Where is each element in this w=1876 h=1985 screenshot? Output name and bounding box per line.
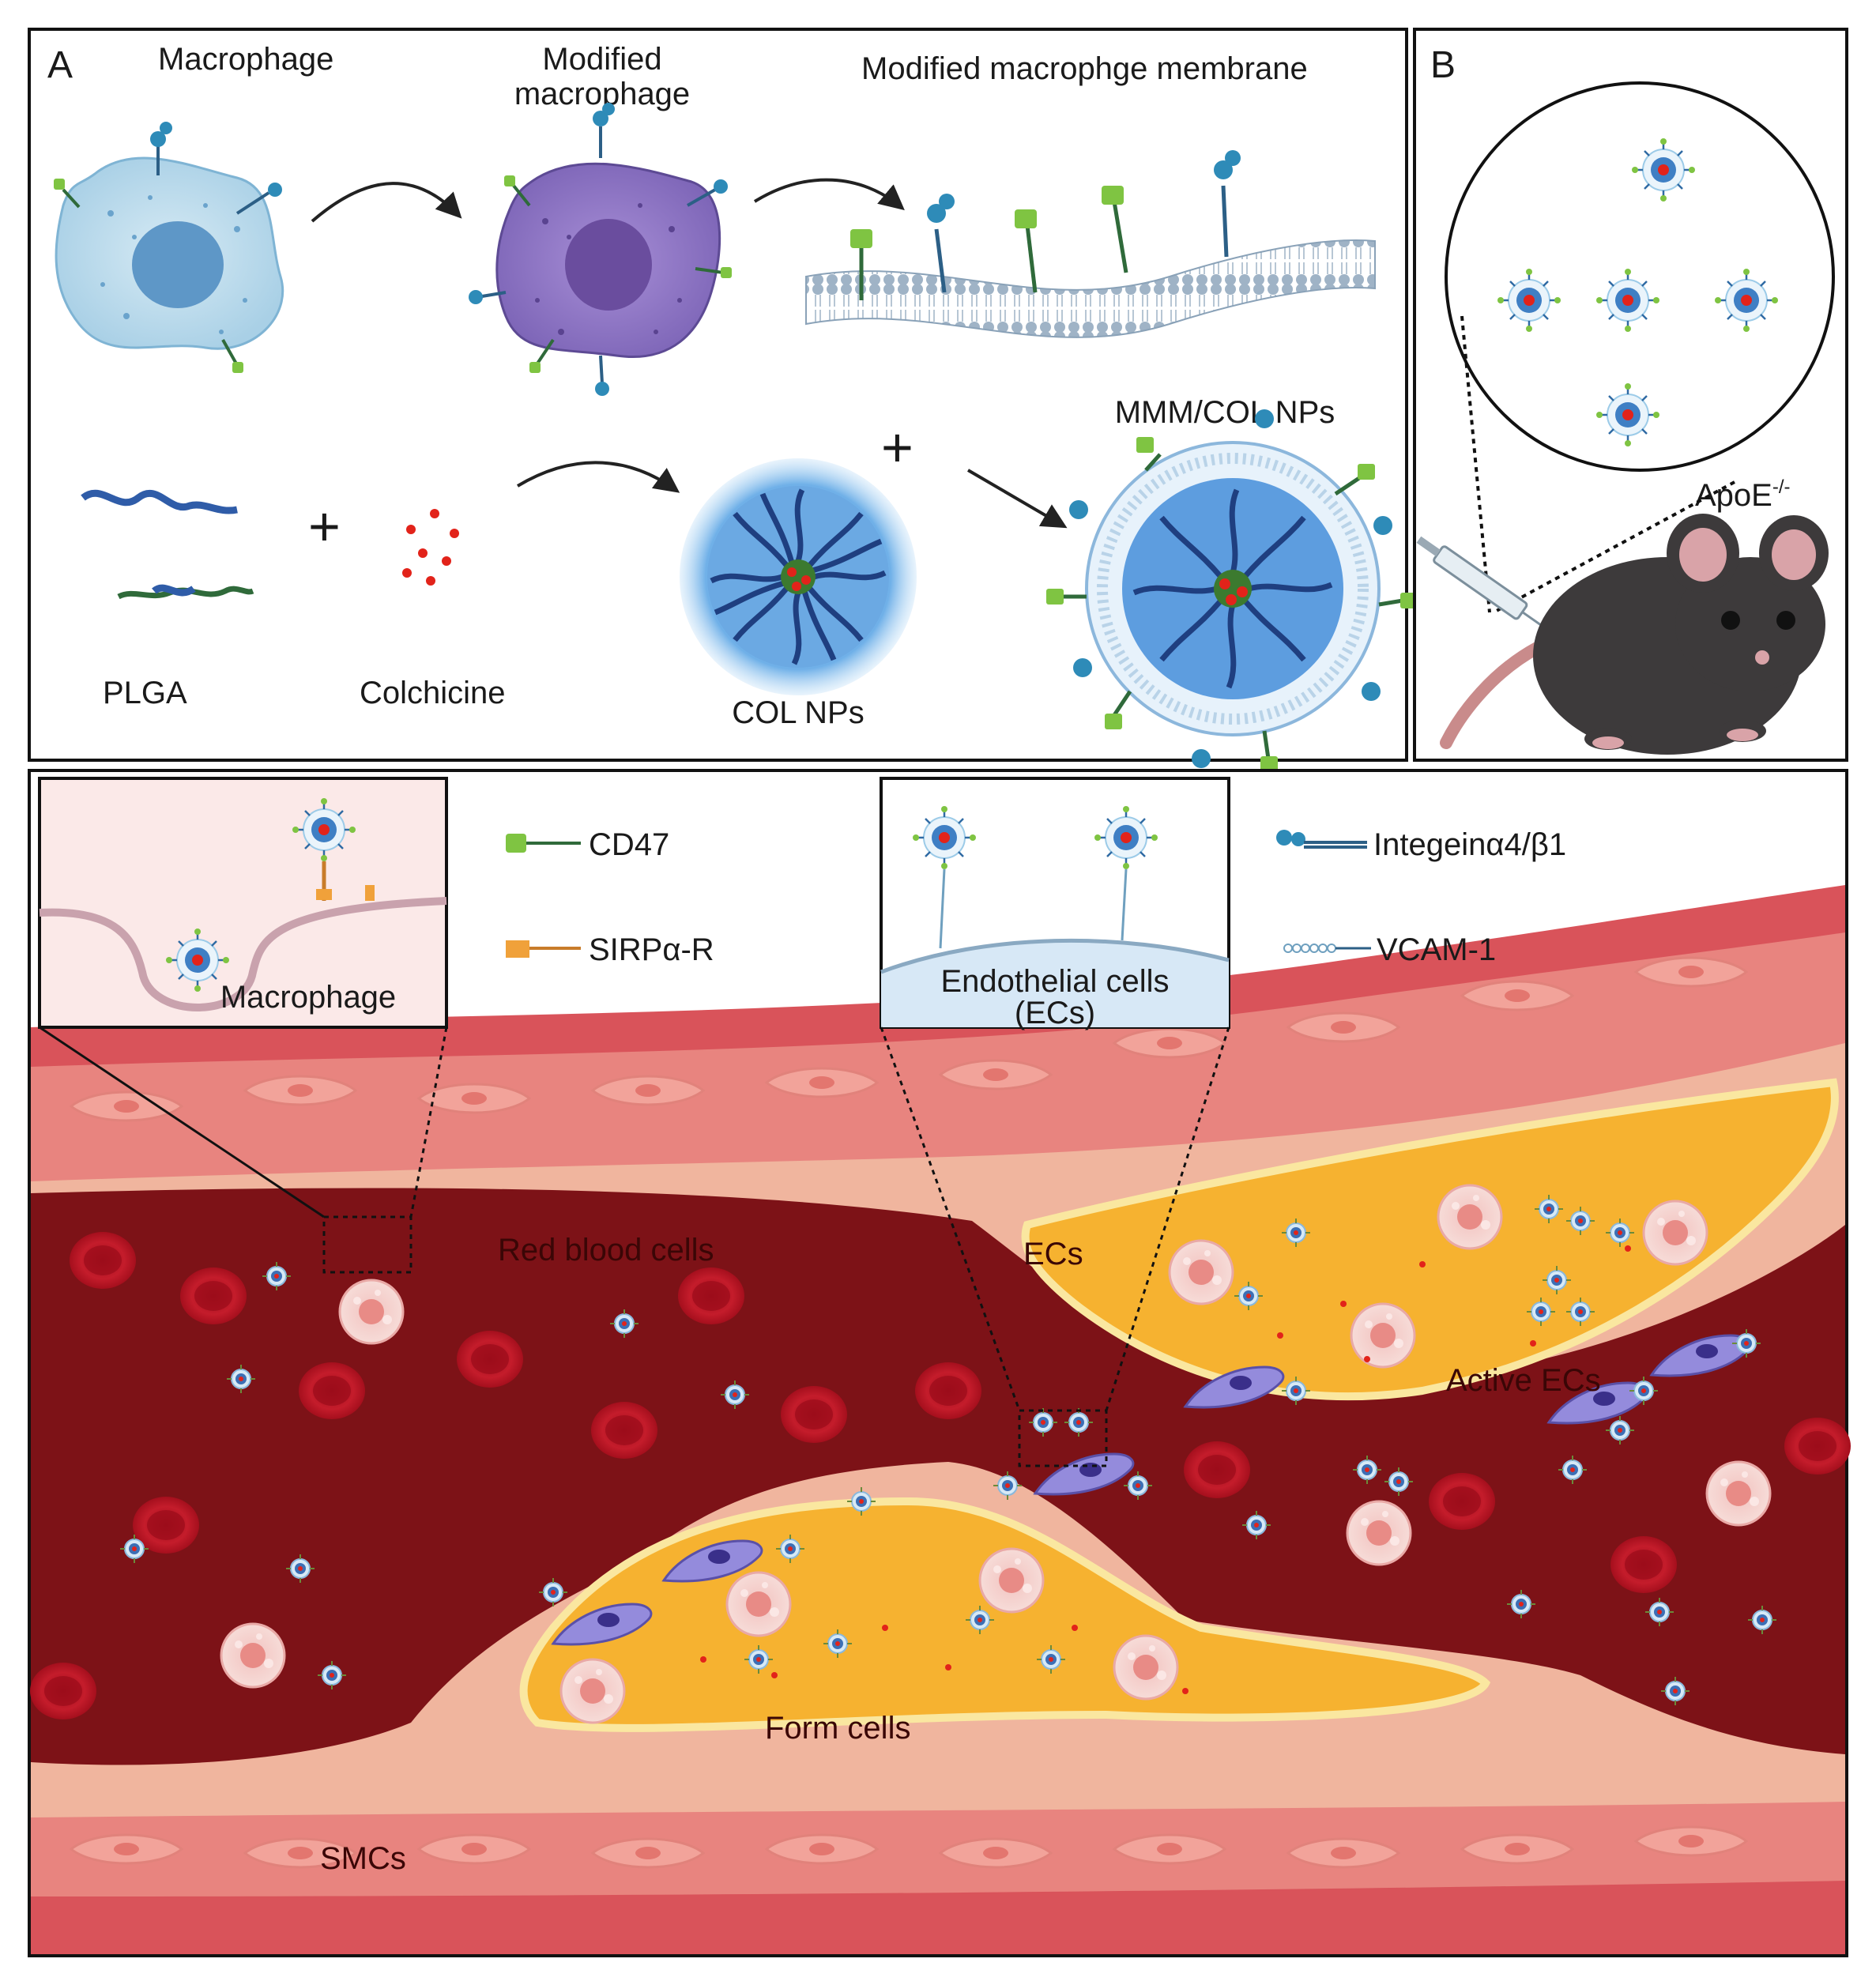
foam-cell-icon — [1705, 1460, 1772, 1527]
rbc-label: Red blood cells — [498, 1233, 714, 1267]
panel-c: C — [28, 769, 1851, 1957]
inset-macrophage-label: Macrophage — [220, 980, 396, 1015]
red-blood-cell-icon — [591, 1402, 657, 1459]
plus-sign-2: + — [881, 416, 914, 478]
lipid-bilayer-icon — [805, 150, 1376, 338]
foam-cell-icon — [978, 1547, 1045, 1614]
col-nanoparticle-icon — [680, 458, 917, 695]
arrow-to-mmm-nps — [966, 469, 1068, 529]
arrow-modified-to-membrane — [753, 178, 905, 211]
macrophage-cell-icon — [54, 122, 284, 373]
red-blood-cell-icon — [1784, 1418, 1851, 1475]
red-blood-cell-icon — [70, 1232, 136, 1289]
red-blood-cell-icon — [915, 1362, 981, 1419]
inset-ec-zoom-box — [1018, 1409, 1108, 1467]
plus-sign-1: + — [308, 495, 341, 557]
active-ecs-label: Active ECs — [1446, 1363, 1601, 1398]
smcs-label: SMCs — [320, 1841, 406, 1876]
foam-cell-icon — [1168, 1239, 1234, 1305]
legend-sirpa-label: SIRPα-R — [589, 932, 714, 967]
colchicine-dots-icon — [402, 509, 459, 586]
foam-cell-icon — [1350, 1302, 1416, 1369]
modified-membrane-label: Modified macrophge membrane — [861, 51, 1308, 86]
foam-cell-icon — [1346, 1500, 1412, 1566]
mmm-col-nps-label: MMM/COL NPs — [1115, 395, 1335, 430]
form-cells-label: Form cells — [765, 1711, 910, 1746]
inset-ec-zoom-line-2 — [1105, 1026, 1230, 1411]
syringe-icon — [1416, 536, 1553, 634]
red-blood-cell-icon — [457, 1331, 523, 1388]
integrin-icon — [1276, 830, 1367, 849]
plaque-upper — [1021, 1078, 1839, 1401]
colchicine-label: Colchicine — [360, 676, 506, 710]
legend-vcam-label: VCAM-1 — [1377, 932, 1496, 967]
panel-b: B ApoE-/- — [1413, 28, 1848, 762]
legend-cd47-label: CD47 — [589, 827, 669, 862]
inset-ec-label-line1: Endothelial cells — [940, 964, 1169, 999]
plaque-lower — [519, 1497, 1491, 1732]
ecs-label: ECs — [1023, 1237, 1083, 1271]
arrow-to-col-nps — [516, 461, 680, 493]
panel-a: A Macrophage Modified macrophage Modifie… — [28, 28, 1418, 772]
red-blood-cell-icon — [781, 1386, 847, 1443]
modified-macrophage-label-line2: macrophage — [514, 77, 690, 111]
zoom-line-1 — [1460, 315, 1491, 613]
colchicine-dots-plaque — [700, 1245, 1631, 1694]
cd47-icon — [506, 834, 526, 853]
inset-macrophage-zoom-box — [322, 1215, 412, 1274]
inset-macrophage: Macrophage — [38, 777, 448, 1029]
modified-macrophage-label-line1: Modified — [542, 42, 661, 77]
foam-cell-icon — [1113, 1634, 1179, 1701]
panel-a-letter: A — [47, 44, 73, 86]
legend: CD47 SIRPα-R Integeinα4/β1 — [506, 827, 1566, 967]
magnified-view-circle — [1445, 81, 1835, 472]
red-blood-cell-icon — [1184, 1441, 1250, 1498]
legend-vcam: VCAM-1 — [1283, 932, 1496, 967]
col-nps-label: COL NPs — [732, 695, 864, 730]
plga-label: PLGA — [103, 676, 187, 710]
sirpa-icon — [506, 940, 529, 958]
modified-macrophage-cell-icon — [469, 103, 732, 396]
inset-macrophage-zoom-line-1 — [39, 1026, 325, 1218]
foam-cell-icon — [1437, 1184, 1503, 1250]
red-blood-cell-icon — [30, 1663, 96, 1719]
red-blood-cell-icon — [299, 1362, 365, 1419]
macrophage-label: Macrophage — [158, 42, 333, 77]
mouse-icon — [1440, 514, 1829, 755]
mmm-nanoparticle-icon — [1046, 409, 1418, 772]
legend-cd47: CD47 — [506, 827, 669, 862]
zoom-line-2 — [1493, 480, 1735, 614]
inset-endothelial: Endothelial cells (ECs) — [880, 777, 1230, 1030]
foam-cell-icon — [1642, 1200, 1708, 1266]
red-blood-cell-icon — [1610, 1536, 1677, 1593]
vcam-icon — [1283, 944, 1371, 953]
red-blood-cell-icon — [180, 1267, 247, 1324]
arrow-macrophage-to-modified — [311, 182, 462, 223]
foam-cell-icon — [559, 1658, 626, 1724]
foam-cell-icon — [338, 1279, 405, 1345]
inset-ec-zoom-line-1 — [880, 1026, 1021, 1411]
legend-integrin: Integeinα4/β1 — [1276, 827, 1566, 862]
panel-b-letter: B — [1430, 44, 1456, 86]
inset-ec-label-line2: (ECs) — [1015, 996, 1095, 1030]
foam-cell-icon — [220, 1622, 286, 1689]
red-blood-cell-icon — [1429, 1473, 1495, 1530]
red-blood-cell-icon — [678, 1267, 744, 1324]
inset-macrophage-zoom-line-2 — [409, 1026, 448, 1218]
foam-cell-icon — [725, 1571, 792, 1637]
legend-integrin-label: Integeinα4/β1 — [1373, 827, 1566, 862]
plga-polymer-icon — [81, 489, 254, 600]
legend-sirpa: SIRPα-R — [506, 932, 714, 967]
